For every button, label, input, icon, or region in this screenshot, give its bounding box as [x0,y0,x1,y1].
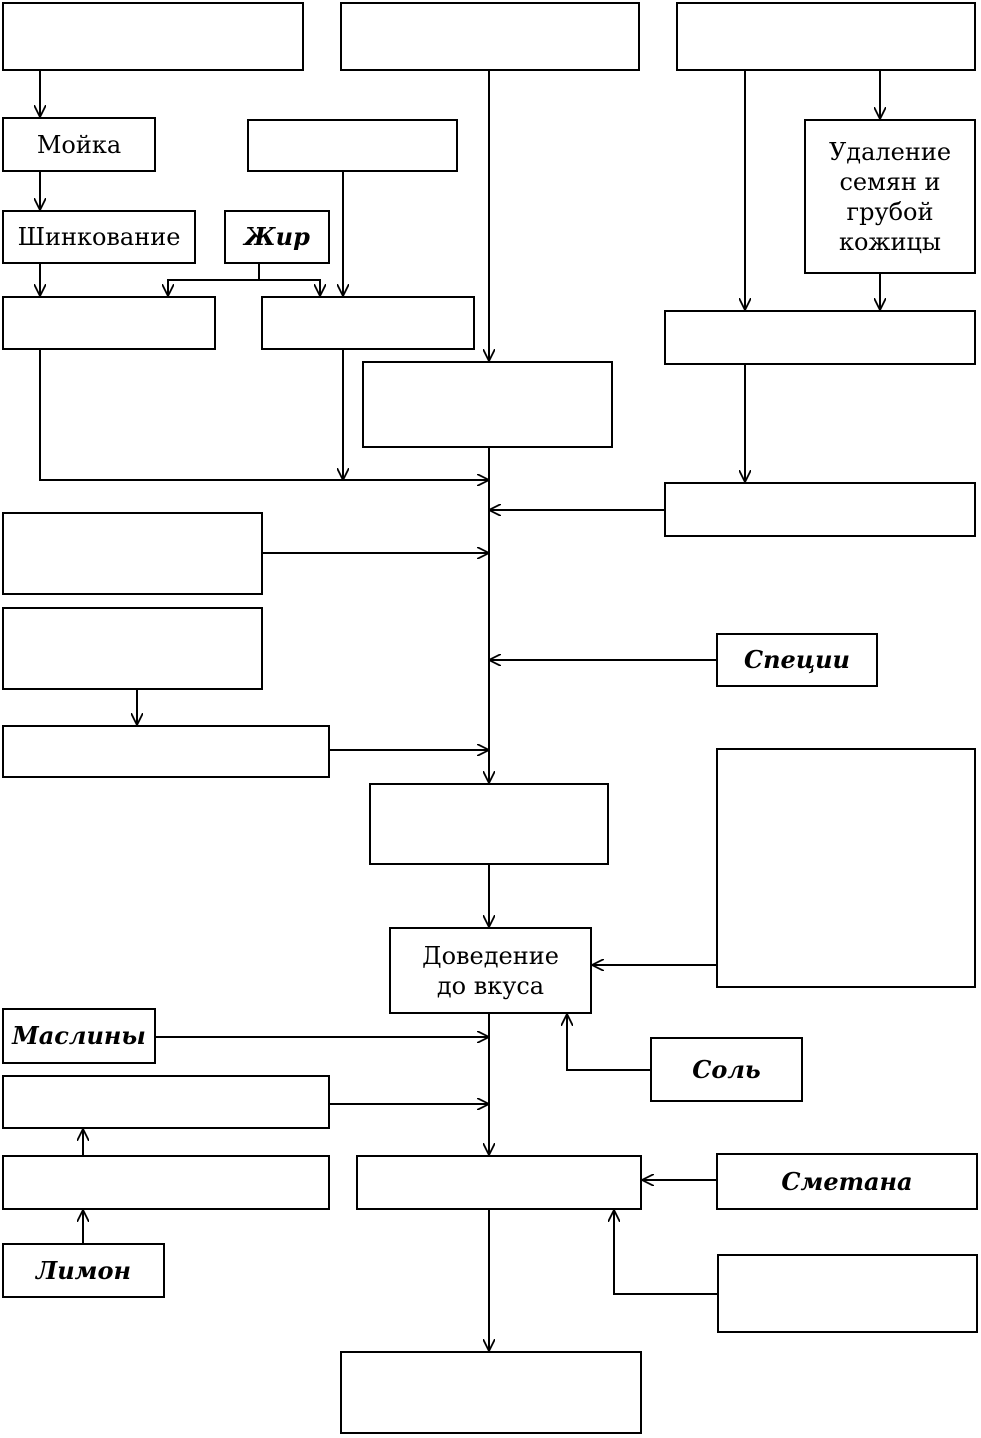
olives-box: Маслины [2,1008,156,1064]
empty-box [362,361,613,448]
empty-box [2,607,263,690]
arrow [244,279,320,296]
bring-to-taste-box: Доведение до вкуса [389,927,592,1014]
salt-box: Соль [650,1037,803,1102]
arrow [39,350,489,480]
shredding-box: Шинкование [2,210,196,264]
empty-box [716,748,976,988]
arrow [168,279,244,296]
empty-box [356,1155,642,1210]
final-empty-box [340,1351,642,1434]
empty-box [2,296,216,350]
remove-seeds-box: Удаление семян и грубой кожицы [804,119,976,274]
empty-box [2,725,330,778]
arrow [614,1210,717,1295]
washing-box: Мойка [2,117,156,172]
arrow [567,1014,650,1071]
empty-box [2,2,304,71]
empty-box [2,512,263,595]
empty-box [664,482,976,537]
empty-box [340,2,640,71]
empty-box [261,296,475,350]
empty-box [717,1254,978,1333]
empty-box [369,783,609,865]
fat-box: Жир [224,210,330,264]
spices-box: Специи [716,633,878,687]
empty-box [664,310,976,365]
empty-box [2,1075,330,1129]
empty-box [676,2,976,71]
empty-box [247,119,458,172]
empty-box [2,1155,330,1210]
lemon-box: Лимон [2,1243,165,1298]
sour-cream-box: Сметана [716,1153,978,1210]
